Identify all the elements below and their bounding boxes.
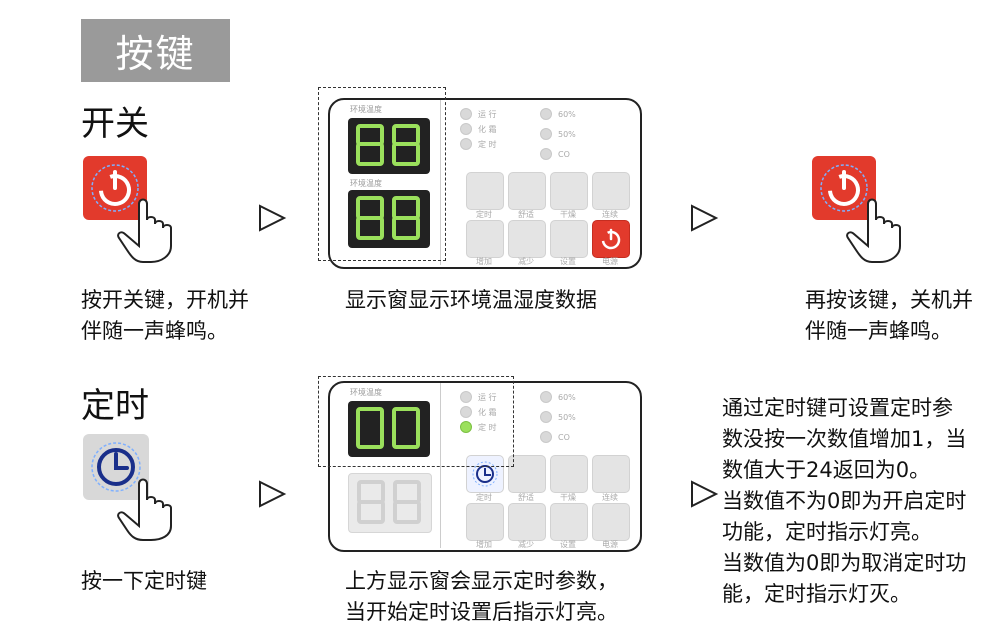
indicator-timer: 定 时 <box>460 138 497 150</box>
indicator-run-t: 运 行 <box>460 391 497 403</box>
lcd-label: 环境温度 <box>350 105 382 114</box>
indicator-run: 运 行 <box>460 108 497 120</box>
indicator-defrost-t: 化 霜 <box>460 406 497 418</box>
indicator-60: 60% <box>540 108 576 120</box>
arrow-right-icon-3 <box>258 480 288 512</box>
power-step3-caption-line2: 伴随一声蜂鸣。 <box>805 319 952 343</box>
power-step2-caption: 显示窗显示环境温湿度数据 <box>345 288 597 312</box>
comfort-button[interactable] <box>508 172 546 210</box>
display-highlight-box <box>318 87 446 261</box>
control-panel: 环境温度 环境温度 运 行 化 霜 定 时 60% 50% CO 定时 舒适 干… <box>328 98 642 269</box>
comfort-button-label: 舒适 <box>518 210 534 219</box>
timer-button-label-t: 定时 <box>476 493 492 502</box>
indicator-50: 50% <box>540 128 576 140</box>
arrow-right-icon-2 <box>690 204 720 236</box>
timer-section-title: 定时 <box>81 386 149 426</box>
power-section-title: 开关 <box>81 104 149 144</box>
timer-button-label: 定时 <box>476 210 492 219</box>
lcd-bottom-timer-off <box>348 473 432 533</box>
lcd-label-2: 环境温度 <box>350 179 382 188</box>
settings-button[interactable] <box>550 220 588 258</box>
indicator-timer-t: 定 时 <box>460 421 497 433</box>
timer-step3-line2: 数没按一次数值增加1，当 <box>722 427 967 451</box>
lcd-bottom <box>348 190 430 248</box>
lcd-top <box>348 118 430 174</box>
indicator-60-t: 60% <box>540 391 576 403</box>
increase-button-label: 增加 <box>476 257 492 266</box>
timer-step3-line1: 通过定时键可设置定时参 <box>722 396 953 420</box>
settings-button-label-t: 设置 <box>560 540 576 549</box>
dry-button[interactable] <box>550 172 588 210</box>
dry-button-label: 干燥 <box>560 210 576 219</box>
lcd-label-timer: 环境温度 <box>350 388 382 397</box>
dry-button-label-t: 干燥 <box>560 493 576 502</box>
increase-button-label-t: 增加 <box>476 540 492 549</box>
timer-step3-line3: 数值大于24返回为0。 <box>722 458 931 482</box>
indicator-co: CO <box>540 148 570 160</box>
indicator-defrost: 化 霜 <box>460 123 497 135</box>
lcd-top-timer <box>348 401 430 457</box>
power-button-t[interactable] <box>592 503 630 541</box>
power-button-label: 电源 <box>602 257 618 266</box>
timer-step3-line7: 能，定时指示灯灭。 <box>722 582 911 606</box>
indicator-50-t: 50% <box>540 411 576 423</box>
power-icon <box>601 228 621 250</box>
power-button[interactable] <box>592 220 630 258</box>
decrease-button-t[interactable] <box>508 503 546 541</box>
panel-divider <box>440 100 441 265</box>
dry-button-t[interactable] <box>550 455 588 493</box>
timer-step3-line5: 功能，定时指示灯亮。 <box>722 520 932 544</box>
clock-icon <box>472 461 498 487</box>
continuous-button-label-t: 连续 <box>602 493 618 502</box>
decrease-button[interactable] <box>508 220 546 258</box>
settings-button-t[interactable] <box>550 503 588 541</box>
increase-button[interactable] <box>466 220 504 258</box>
timer-button[interactable] <box>466 172 504 210</box>
power-key-illustration <box>81 154 191 264</box>
continuous-button[interactable] <box>592 172 630 210</box>
indicator-co-t: CO <box>540 431 570 443</box>
power-step1-caption-line1: 按开关键，开机并 <box>81 288 249 312</box>
increase-button-t[interactable] <box>466 503 504 541</box>
section-header: 按键 <box>81 19 230 82</box>
continuous-button-label: 连续 <box>602 210 618 219</box>
timer-step2-caption-line2: 当开始定时设置后指示灯亮。 <box>345 600 618 624</box>
arrow-right-icon-4 <box>690 480 720 512</box>
timer-step3-caption: 通过定时键可设置定时参 数没按一次数值增加1，当 数值大于24返回为0。 当数值… <box>722 393 966 610</box>
decrease-button-label-t: 减少 <box>518 540 534 549</box>
timer-step2-caption-line1: 上方显示窗会显示定时参数， <box>345 569 618 593</box>
power-button-label-t: 电源 <box>602 540 618 549</box>
power-key-illustration-2 <box>810 154 920 264</box>
continuous-button-t[interactable] <box>592 455 630 493</box>
settings-button-label: 设置 <box>560 257 576 266</box>
timer-step3-line4: 当数值不为0即为开启定时 <box>722 489 967 513</box>
timer-button-t[interactable] <box>466 455 504 493</box>
arrow-right-icon <box>258 204 288 236</box>
timer-step3-line6: 当数值为0即为取消定时功 <box>722 551 967 575</box>
power-step3-caption-line1: 再按该键，关机并 <box>805 288 973 312</box>
panel-divider-timer <box>440 383 441 548</box>
timer-key-illustration <box>81 432 191 542</box>
comfort-button-t[interactable] <box>508 455 546 493</box>
timer-highlight-box <box>318 376 514 467</box>
comfort-button-label-t: 舒适 <box>518 493 534 502</box>
power-step1-caption-line2: 伴随一声蜂鸣。 <box>81 319 228 343</box>
timer-step1-caption: 按一下定时键 <box>81 569 207 593</box>
decrease-button-label: 减少 <box>518 257 534 266</box>
